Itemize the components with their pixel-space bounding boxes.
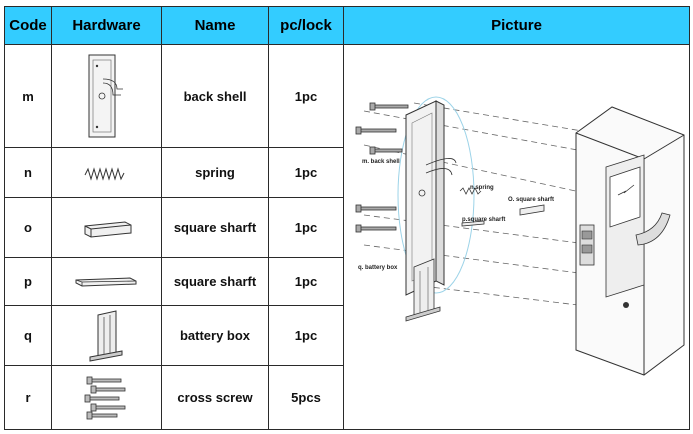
square-shaft-drawing (519, 204, 545, 216)
row-name: battery box (161, 305, 269, 366)
header-row: Code Hardware Name pc/lock Picture (4, 6, 690, 45)
assembly-diagram: m. back shell n.spring O. square sharft … (355, 96, 685, 376)
back-shell-icon (88, 54, 123, 138)
screw-icon (84, 376, 125, 419)
row-code: r (4, 365, 52, 430)
table-row: m back shell 1pc (4, 44, 690, 430)
label-spring: n.spring (470, 185, 494, 191)
row-qty: 1pc (268, 305, 344, 366)
label-back-shell: m. back shell (362, 159, 400, 165)
hardware-cell (51, 44, 162, 148)
row-qty: 1pc (268, 147, 344, 198)
thin-shaft-icon (75, 276, 136, 287)
row-name: square sharft (161, 197, 269, 258)
table-row: o square sharft 1pc (4, 197, 690, 258)
row-code: m (4, 44, 52, 148)
battery-box-icon (89, 309, 122, 362)
thin-shaft-drawing (461, 220, 485, 227)
header-qty: pc/lock (268, 6, 344, 45)
label-battery-box: q. battery box (358, 265, 398, 271)
hardware-cell (51, 365, 162, 430)
spring-icon (84, 166, 124, 181)
row-name: cross screw (161, 365, 269, 430)
header-picture: Picture (343, 6, 690, 45)
table-row: r cross screw 5pcs (4, 365, 690, 430)
row-name: square sharft (161, 257, 269, 306)
door-drawing (575, 106, 685, 376)
row-qty: 5pcs (268, 365, 344, 430)
row-code: o (4, 197, 52, 258)
spring-drawing (459, 187, 482, 195)
hardware-cell (51, 305, 162, 366)
row-code: q (4, 305, 52, 366)
row-qty: 1pc (268, 197, 344, 258)
row-name: back shell (161, 44, 269, 148)
table-row: p square sharft 1pc (4, 257, 690, 306)
header-name: Name (161, 6, 269, 45)
hardware-cell (51, 147, 162, 198)
row-code: n (4, 147, 52, 198)
hardware-cell (51, 257, 162, 306)
picture-cell: m. back shell n.spring O. square sharft … (343, 44, 690, 430)
row-name: spring (161, 147, 269, 198)
square-shaft-icon (84, 220, 131, 238)
hardware-cell (51, 197, 162, 258)
row-qty: 1pc (268, 257, 344, 306)
table-row: q battery box 1pc (4, 305, 690, 366)
row-code: p (4, 257, 52, 306)
header-code: Code (4, 6, 52, 45)
label-o-shaft: O. square sharft (508, 197, 554, 203)
back-shell-drawing (405, 100, 457, 296)
label-p-shaft: p.square sharft (462, 217, 505, 223)
screw-icon (355, 102, 409, 233)
row-qty: 1pc (268, 44, 344, 148)
hardware-table: Code Hardware Name pc/lock Picture m ba (4, 6, 690, 430)
battery-box-drawing (405, 258, 441, 322)
header-hardware: Hardware (51, 6, 162, 45)
